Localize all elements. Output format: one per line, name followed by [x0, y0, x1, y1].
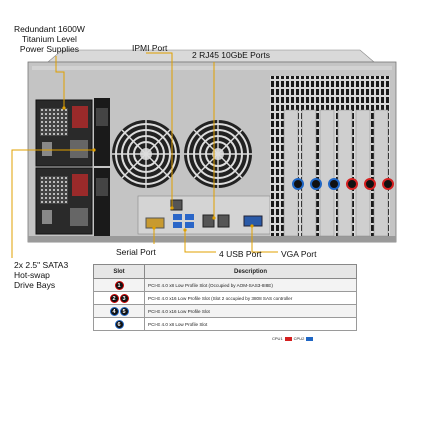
- sata-drive-bays: [94, 98, 110, 236]
- slot-cell: 6: [93, 317, 145, 331]
- slot-marker-1: [382, 178, 394, 190]
- description-cell: PCI-E 4.0 x8 Low Profile Slot: [144, 317, 357, 331]
- psu-2: [35, 167, 93, 235]
- slot-cell: 1: [93, 278, 145, 292]
- cpu-legend: CPU1 CPU2: [272, 336, 314, 341]
- slot-badge: 3: [119, 293, 129, 303]
- table-row: 1 PCI-E 4.0 x8 Low Profile Slot (Occupie…: [93, 278, 357, 292]
- description-cell: PCI-E 4.0 x8 Low Profile Slot (Occupied …: [144, 278, 357, 292]
- slot-marker-6: [292, 178, 304, 190]
- table-row: 6 PCI-E 4.0 x8 Low Profile Slot: [93, 317, 357, 331]
- header-slot: Slot: [93, 264, 145, 279]
- label-usb-ports: 4 USB Port: [219, 249, 262, 259]
- psu-1: [35, 99, 93, 167]
- slot-marker-2: [364, 178, 376, 190]
- label-sata-drive-bays: 2x 2.5" SATA3 Hot-swap Drive Bays: [14, 260, 69, 290]
- callout-dots: [62, 106, 254, 232]
- table-header-row: Slot Description: [93, 264, 357, 279]
- slot-badge: 6: [114, 319, 124, 329]
- label-serial-port: Serial Port: [116, 247, 156, 257]
- ipmi-port: [170, 199, 183, 211]
- description-cell: PCI-E 4.0 x16 Low Profile Slot (Slot 2 o…: [144, 291, 357, 305]
- fan-right: [184, 120, 252, 188]
- rj45-port: [202, 214, 215, 228]
- fan-left: [112, 120, 180, 188]
- slot-marker-4: [328, 178, 340, 190]
- slot-badge: 5: [119, 306, 129, 316]
- label-vga-port: VGA Port: [281, 249, 317, 259]
- legend-label-cpu2: CPU2: [293, 336, 305, 341]
- description-cell: PCI-E 4.0 x16 Low Profile Slot: [144, 304, 357, 318]
- vga-port: [243, 215, 263, 227]
- pcie-area: [270, 76, 390, 237]
- header-description: Description: [144, 264, 357, 279]
- slot-marker-3: [346, 178, 358, 190]
- legend-label-cpu1: CPU1: [272, 336, 283, 341]
- slot-badge: 4: [109, 306, 119, 316]
- io-panel: [137, 195, 271, 235]
- callout-lines: [11, 52, 278, 258]
- usb-port: [173, 214, 182, 220]
- slot-markers: [292, 178, 394, 190]
- slot-badge: 1: [114, 280, 124, 290]
- slot-marker-5: [310, 178, 322, 190]
- serial-port: [145, 217, 165, 229]
- slot-badge: 2: [109, 293, 119, 303]
- pcie-slot-table: Slot Description 1 PCI-E 4.0 x8 Low Prof…: [93, 264, 357, 331]
- label-power-supplies: Redundant 1600W Titanium Level Power Sup…: [14, 24, 85, 54]
- label-rj45-ports: 2 RJ45 10GbE Ports: [192, 50, 270, 60]
- label-ipmi-port: IPMI Port: [132, 43, 168, 53]
- legend-swatch-cpu1: [284, 336, 292, 341]
- legend-swatch-cpu2: [306, 336, 314, 341]
